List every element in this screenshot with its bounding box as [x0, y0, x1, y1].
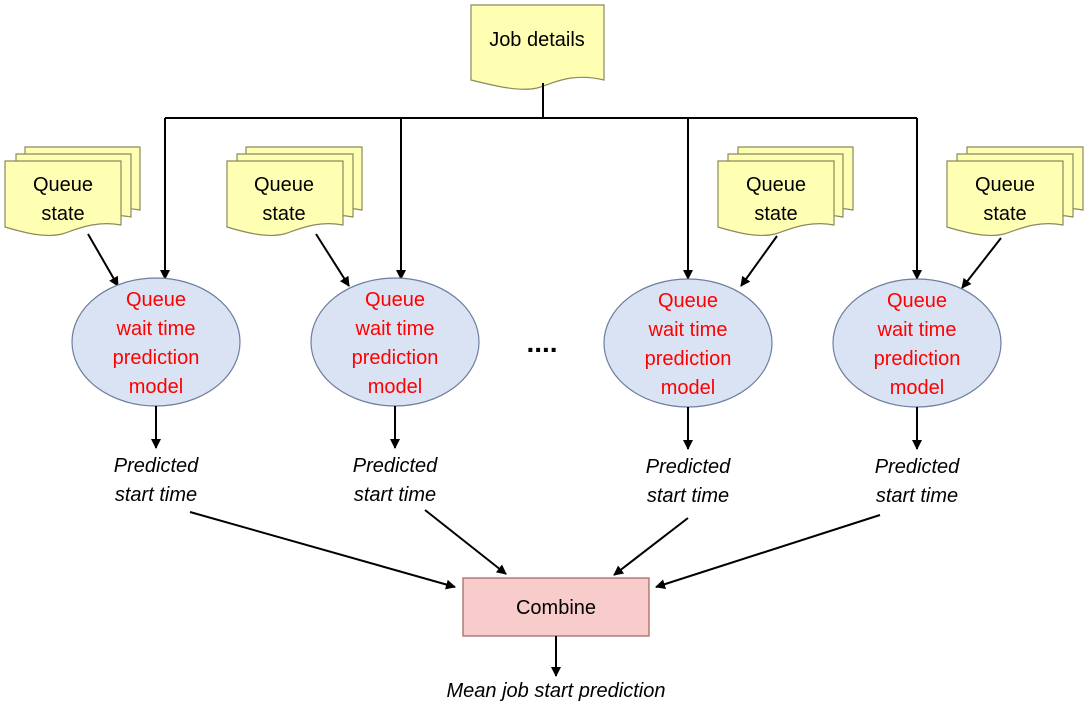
predicted-start-time-2: Predicted start time: [353, 455, 438, 506]
predicted-start-time-3: Predicted start time: [646, 456, 731, 507]
model-label-line1: Queue: [126, 289, 186, 311]
job-details-document-shape: [470, 4, 605, 90]
queue-state-arrow-3: [740, 235, 778, 287]
job-details-label: Job details: [489, 29, 585, 51]
queue-state-arrow-2: [315, 233, 350, 287]
model-label-line2: wait time: [648, 319, 728, 341]
predicted-label-line2: start time: [647, 485, 729, 507]
queue-state-label-line1: Queue: [33, 174, 93, 196]
to-combine-arrow-2: [424, 509, 507, 575]
model-label-line2: wait time: [355, 318, 435, 340]
queue-state-node-2: Queue state: [226, 146, 363, 237]
job-details-node: Job details: [470, 4, 605, 90]
to-combine-arrow-4: [655, 514, 881, 590]
predicted-label-line1: Predicted: [114, 455, 199, 477]
to-combine-arrow-1: [189, 511, 456, 590]
prediction-model-node-4: Queue wait time prediction model: [832, 278, 1002, 408]
predicted-label-line1: Predicted: [646, 456, 731, 478]
queue-state-label-line1: Queue: [746, 174, 806, 196]
queue-state-label-line2: state: [983, 203, 1026, 225]
prediction-model-node-3: Queue wait time prediction model: [603, 278, 773, 408]
queue-state-document-shape-front: [4, 160, 122, 237]
mean-job-start-prediction-label: Mean job start prediction: [446, 680, 665, 702]
to-combine-arrow-3: [613, 517, 689, 576]
queue-state-document-shape-front: [226, 160, 344, 237]
predicted-label-line1: Predicted: [875, 456, 960, 478]
model-label-line3: prediction: [113, 347, 200, 369]
model-label-line3: prediction: [645, 348, 732, 370]
prediction-model-node-1: Queue wait time prediction model: [71, 277, 241, 407]
predicted-start-time-4: Predicted start time: [875, 456, 960, 507]
model-label-line1: Queue: [365, 289, 425, 311]
model-label-line1: Queue: [887, 290, 947, 312]
queue-state-node-3: Queue state: [717, 146, 854, 237]
queue-state-node-4: Queue state: [946, 146, 1084, 237]
combine-node: Combine: [462, 577, 650, 637]
prediction-model-node-2: Queue wait time prediction model: [310, 277, 480, 407]
queue-state-arrow-4: [961, 237, 1002, 289]
queue-state-label-line2: state: [754, 203, 797, 225]
model-label-line4: model: [368, 376, 422, 398]
queue-state-label-line2: state: [41, 203, 84, 225]
model-label-line4: model: [661, 377, 715, 399]
model-label-line3: prediction: [352, 347, 439, 369]
queue-state-document-shape-front: [717, 160, 835, 237]
queue-state-label-line2: state: [262, 203, 305, 225]
combine-label: Combine: [516, 597, 596, 619]
model-label-line4: model: [890, 377, 944, 399]
queue-state-label-line1: Queue: [254, 174, 314, 196]
queue-state-node-1: Queue state: [4, 146, 141, 237]
queue-state-document-shape-front: [946, 160, 1064, 237]
model-label-line1: Queue: [658, 290, 718, 312]
model-label-line4: model: [129, 376, 183, 398]
combine-box: [462, 577, 650, 637]
model-label-line3: prediction: [874, 348, 961, 370]
predicted-label-line2: start time: [354, 484, 436, 506]
model-label-line2: wait time: [877, 319, 957, 341]
more-models-ellipsis: ....: [526, 327, 557, 358]
predicted-label-line2: start time: [876, 485, 958, 507]
predicted-start-time-1: Predicted start time: [114, 455, 199, 506]
predicted-label-line2: start time: [115, 484, 197, 506]
queue-state-arrow-1: [87, 233, 119, 287]
queue-state-label-line1: Queue: [975, 174, 1035, 196]
predicted-label-line1: Predicted: [353, 455, 438, 477]
model-label-line2: wait time: [116, 318, 196, 340]
